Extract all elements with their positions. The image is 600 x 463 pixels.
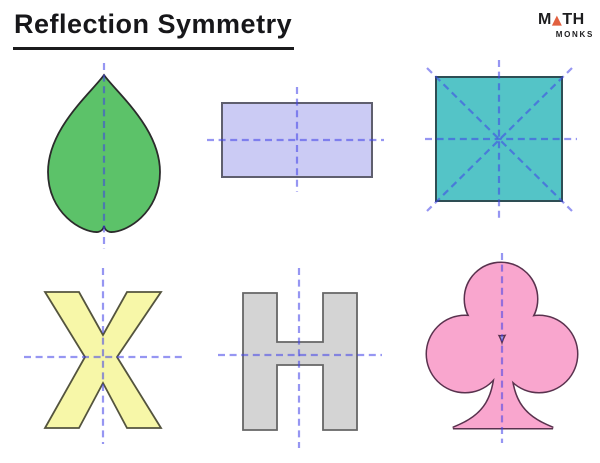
- logo-subtext: MONKS: [555, 30, 594, 39]
- page-title: Reflection Symmetry: [14, 9, 293, 39]
- rectangle-symmetry-lines: [207, 87, 384, 192]
- rectangle-figure: [207, 87, 384, 192]
- logo-wordmark: M▲TH: [538, 12, 594, 28]
- club-shape: [427, 263, 577, 428]
- leaf-figure: [47, 63, 161, 249]
- letter-h-figure: [218, 268, 382, 448]
- letter-h-symmetry-lines: [218, 268, 382, 448]
- square-symmetry-lines: [425, 60, 577, 218]
- logo-triangle-icon: ▲: [551, 13, 563, 28]
- square-figure: [425, 60, 577, 218]
- letter-x-figure: [24, 268, 182, 444]
- logo-word-end: TH: [562, 11, 585, 28]
- math-monks-logo: M▲TH MONKS: [538, 12, 594, 40]
- letter-x-shape: [43, 291, 163, 429]
- title-underline: [13, 47, 294, 50]
- club-figure: [425, 253, 579, 443]
- logo-word-start: M: [538, 11, 552, 28]
- letter-x-symmetry-lines: [24, 268, 182, 444]
